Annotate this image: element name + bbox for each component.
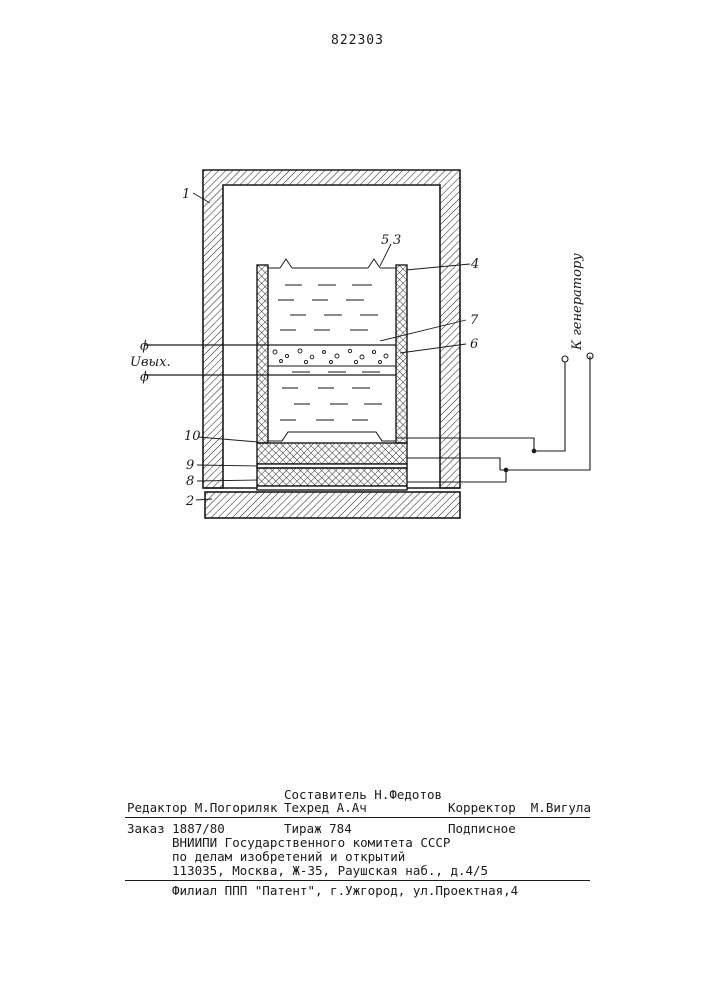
label-3: 3 bbox=[393, 233, 401, 248]
corrector-line: Корректор М.Вигула bbox=[448, 801, 591, 815]
circulation-line: Тираж 784 bbox=[284, 822, 352, 836]
label-output-voltage: Uвых. bbox=[130, 355, 171, 370]
order-line: Заказ 1887/80 bbox=[127, 822, 225, 836]
label-6: 6 bbox=[470, 337, 478, 352]
label-phi-top: ϕ bbox=[140, 339, 149, 354]
label-10: 10 bbox=[184, 429, 201, 444]
organization-address: 113035, Москва, Ж-35, Раушская наб., д.4… bbox=[172, 864, 488, 878]
subscription-line: Подписное bbox=[448, 822, 516, 836]
colophon-divider-top bbox=[125, 817, 590, 818]
label-2: 2 bbox=[185, 494, 194, 509]
generator-wiring bbox=[396, 353, 593, 482]
container-bottom bbox=[268, 432, 396, 441]
colophon-divider-bottom bbox=[125, 880, 590, 881]
bubble-layer bbox=[268, 345, 396, 366]
label-1: 1 bbox=[182, 187, 190, 202]
container-walls bbox=[257, 265, 407, 443]
electrodes bbox=[145, 345, 396, 375]
liquid bbox=[268, 259, 396, 420]
label-5: 5 bbox=[381, 233, 389, 248]
organization-line-2: по делам изобретений и открытий bbox=[172, 850, 405, 864]
base-plate bbox=[203, 488, 460, 518]
label-4: 4 bbox=[470, 257, 479, 272]
label-to-generator: К генератору bbox=[570, 253, 585, 351]
label-phi-bottom: ϕ bbox=[140, 370, 149, 385]
label-8: 8 bbox=[186, 474, 194, 489]
editor-line: Редактор М.Погориляк bbox=[127, 801, 278, 815]
piezo-stack bbox=[257, 443, 407, 490]
label-9: 9 bbox=[186, 458, 194, 473]
organization-line-1: ВНИИПИ Государственного комитета СССР bbox=[172, 836, 450, 850]
label-7: 7 bbox=[470, 313, 479, 328]
techred-line: Техред А.Ач bbox=[284, 801, 367, 815]
branch-line: Филиал ППП "Патент", г.Ужгород, ул.Проек… bbox=[172, 884, 518, 898]
